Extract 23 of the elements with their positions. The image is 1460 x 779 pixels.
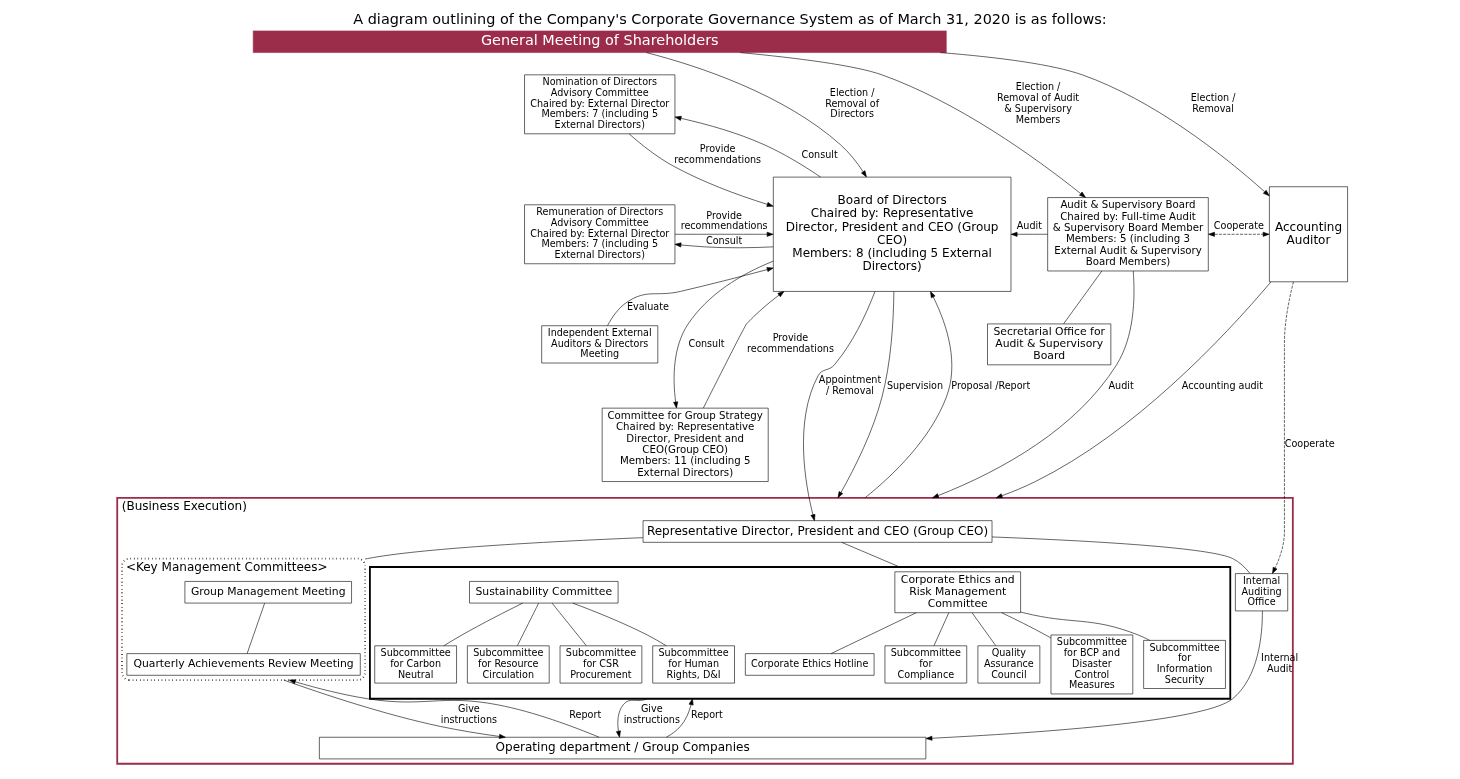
- edge-label: Give instructions: [440, 703, 498, 726]
- edge-label: Provide recommendations: [674, 143, 762, 166]
- edge-label: Consult: [706, 234, 743, 246]
- diagram-title: A diagram outlining of the Company's Corporate Governance System as of March 31, 2020 is as follows:: [353, 11, 1107, 28]
- edge-label: Audit: [1108, 379, 1134, 391]
- edge-label: Election / Removal: [1190, 92, 1236, 115]
- edge-label: Report: [569, 708, 602, 720]
- edge-label: Consult: [688, 337, 725, 349]
- edge-label: Election / Removal of Directors: [825, 86, 880, 120]
- edge-label: Cooperate: [1213, 220, 1264, 232]
- edge-label: Proposal /Report: [951, 379, 1031, 391]
- edge-label: Evaluate: [626, 300, 669, 312]
- edge-label: Provide recommendations: [680, 209, 768, 232]
- edge-label: Give instructions: [623, 703, 680, 726]
- edge-label: Report: [690, 708, 723, 720]
- edge-label: Audit: [1016, 220, 1042, 232]
- edge-label: Cooperate: [1284, 438, 1335, 450]
- edge-label: Provide recommendations: [746, 332, 834, 355]
- edge-label: Accounting audit: [1181, 379, 1264, 391]
- edge-label: Consult: [801, 148, 838, 160]
- edge-label: Appointment / Removal: [818, 374, 882, 397]
- edge-label: Supervision: [886, 379, 944, 391]
- edge-label: Election / Removal of Audit & Supervisory Members: [996, 81, 1080, 125]
